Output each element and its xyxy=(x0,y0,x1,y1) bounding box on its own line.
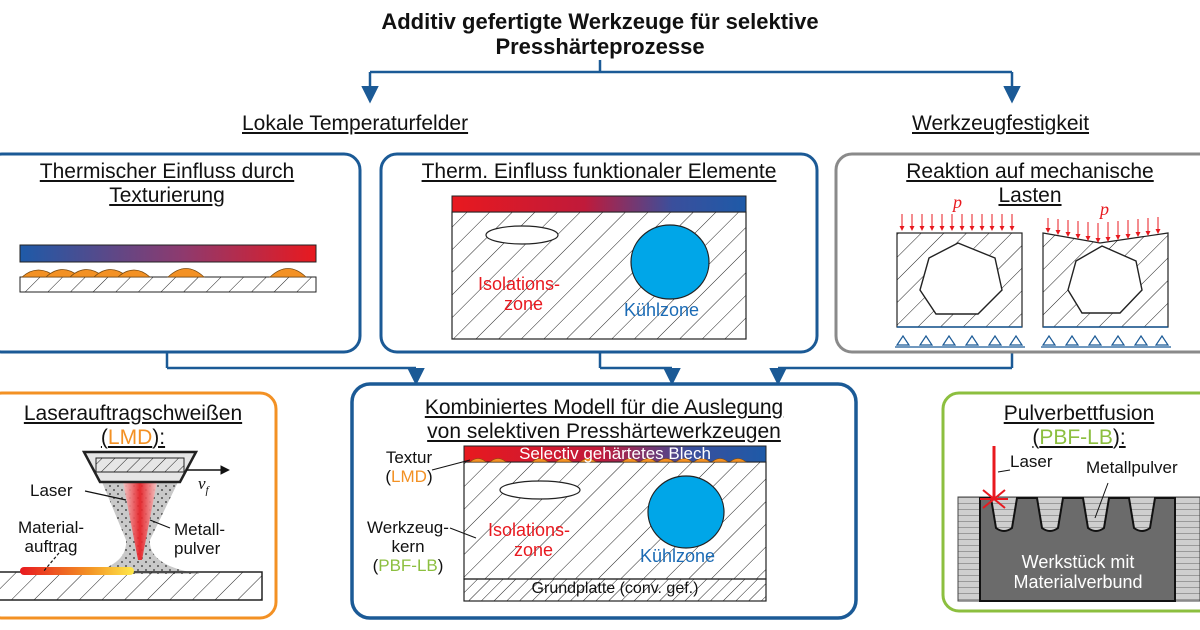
load-symbol-p-deformed: p xyxy=(1100,199,1109,219)
section-local-temperature-fields: Lokale Temperaturfelder xyxy=(242,112,469,135)
tool-core-label: Werkzeug- kern (PBF-LB) xyxy=(362,518,454,575)
pbf-workpiece-label-line2: Materialverbund xyxy=(1013,572,1143,593)
pbf-abbr-close: ): xyxy=(1112,425,1126,449)
box-lmd-frame xyxy=(0,391,278,620)
box-texture-title-line2: Texturierung xyxy=(109,183,225,207)
page-title-line2: Presshärteprozesse xyxy=(495,33,705,59)
core-abbr-close: ) xyxy=(437,556,444,576)
box-lmd-title-line2: (LMD): xyxy=(0,426,266,450)
lmd-material-label: Material- auftrag xyxy=(10,518,92,556)
top-connector xyxy=(361,60,1021,104)
hardened-sheet-label: Selectiv gehärtetes Blech xyxy=(519,444,711,463)
lmd-abbr-open: ( xyxy=(100,425,108,449)
box-texture-frame xyxy=(0,152,362,354)
pbf-workpiece-label-line1: Werkstück mit xyxy=(1021,552,1135,572)
functional-illustration xyxy=(451,195,747,340)
pbf-abbr: PBF-LB xyxy=(1039,425,1113,449)
box-lmd-title: Laserauftragschweißen (LMD): xyxy=(0,402,266,449)
box-combined-title: Kombiniertes Modell für die Auslegung vo… xyxy=(356,396,852,443)
combined-isolation-label-line2: zone xyxy=(514,540,554,561)
combined-isolation-label-line1: Isolations- xyxy=(488,520,571,540)
section-tool-strength: Werkzeugfestigkeit xyxy=(912,112,1090,135)
box-functional-title: Therm. Einfluss funktionaler Elemente xyxy=(421,160,777,183)
tool-core-label-line1: Werkzeug- xyxy=(367,518,449,537)
core-abbr: PBF-LB xyxy=(378,556,438,576)
isolation-ellipse xyxy=(485,225,559,245)
mechanical-illustration-undeformed xyxy=(895,214,1025,348)
box-mechanical-title-line1: Reaktion auf mechanische xyxy=(906,160,1154,183)
lmd-abbr-close: ): xyxy=(152,425,166,449)
combined-cooling-channel xyxy=(647,475,725,549)
lmd-velocity-label: vf xyxy=(198,474,209,497)
page-title: Additiv gefertigte Werkzeuge für selekti… xyxy=(300,9,900,59)
box-combined-frame xyxy=(350,382,858,620)
cooling-zone-label: Kühlzone xyxy=(624,300,700,320)
box-combined-title-line1: Kombiniertes Modell für die Auslegung xyxy=(424,396,784,419)
lmd-illustration xyxy=(0,450,263,601)
lmd-velocity-symbol: v xyxy=(198,474,206,493)
mechanical-illustration-deformed xyxy=(1041,217,1171,348)
box-pbf-title-line1: Pulverbettfusion xyxy=(1003,402,1155,425)
texture-bumps xyxy=(20,268,308,278)
tool-core-label-line3: (PBF-LB) xyxy=(362,556,454,575)
box-pbf-title: Pulverbettfusion (PBF-LB): xyxy=(950,402,1200,449)
base-plate-label: Grundplatte (conv. gef.) xyxy=(531,580,699,597)
combined-illustration xyxy=(431,445,767,602)
box-texture-title-line1: Thermischer Einfluss durch xyxy=(39,160,295,183)
box-pbf-frame xyxy=(941,391,1200,613)
box-functional-frame xyxy=(379,152,819,354)
merge-connector xyxy=(165,352,1014,386)
isolation-zone-label-line2: zone xyxy=(504,294,544,315)
box-mechanical-title-line2: Lasten xyxy=(998,183,1062,207)
lmd-powder-label-line2: pulver xyxy=(174,539,221,559)
pbf-powder-label: Metallpulver xyxy=(1086,458,1178,477)
lmd-velocity-subscript: f xyxy=(205,484,209,497)
lmd-laser-label: Laser xyxy=(30,481,73,500)
box-texture-title: Thermischer Einfluss durch Texturierung xyxy=(0,160,334,207)
cooling-channel xyxy=(630,224,710,300)
lmd-laser-beam xyxy=(123,482,157,560)
pbf-laser-label: Laser xyxy=(1010,452,1053,471)
texture-label-line1: Textur xyxy=(385,448,433,467)
lmd-abbr: LMD xyxy=(107,425,153,449)
texture-illustration xyxy=(19,244,317,293)
texture-abbr: LMD xyxy=(391,467,427,487)
combined-cooling-label: Kühlzone xyxy=(640,546,716,566)
lmd-deposit xyxy=(20,567,134,575)
box-mechanical-frame xyxy=(834,152,1200,354)
load-symbol-p: p xyxy=(953,192,962,212)
texture-abbr-open: ( xyxy=(385,467,392,487)
texture-label: Textur (LMD) xyxy=(376,448,442,486)
core-abbr-open: ( xyxy=(372,556,379,576)
box-lmd-title-line1: Laserauftragschweißen xyxy=(23,402,243,425)
pbf-workpiece-label: Werkstück mit Materialverbund xyxy=(985,552,1171,592)
lmd-powder-label: Metall- pulver xyxy=(174,520,225,558)
box-mechanical-title: Reaktion auf mechanische Lasten xyxy=(856,160,1200,207)
tool-core-label-line2: kern xyxy=(391,537,425,557)
pbf-illustration xyxy=(957,446,1200,602)
combined-texture-bumps xyxy=(469,458,747,463)
box-combined-title-line2: von selektiven Presshärtewerkzeugen xyxy=(427,419,781,443)
pbf-abbr-open: ( xyxy=(1032,425,1040,449)
lmd-material-label-line2: auftrag xyxy=(24,537,78,557)
lmd-material-label-line1: Material- xyxy=(17,518,85,537)
combined-isolation-label: Isolations- zone xyxy=(488,520,570,560)
texture-label-line2: (LMD) xyxy=(376,467,442,486)
lmd-powder-label-line1: Metall- xyxy=(174,520,226,539)
isolation-zone-label-line1: Isolations- xyxy=(478,274,561,294)
pbf-workpiece xyxy=(979,497,1176,602)
box-pbf-title-line2: (PBF-LB): xyxy=(950,426,1200,450)
texture-abbr-close: ) xyxy=(426,467,433,487)
page-title-line1: Additiv gefertigte Werkzeuge für selekti… xyxy=(381,9,819,34)
isolation-zone-label: Isolations- zone xyxy=(478,274,560,314)
